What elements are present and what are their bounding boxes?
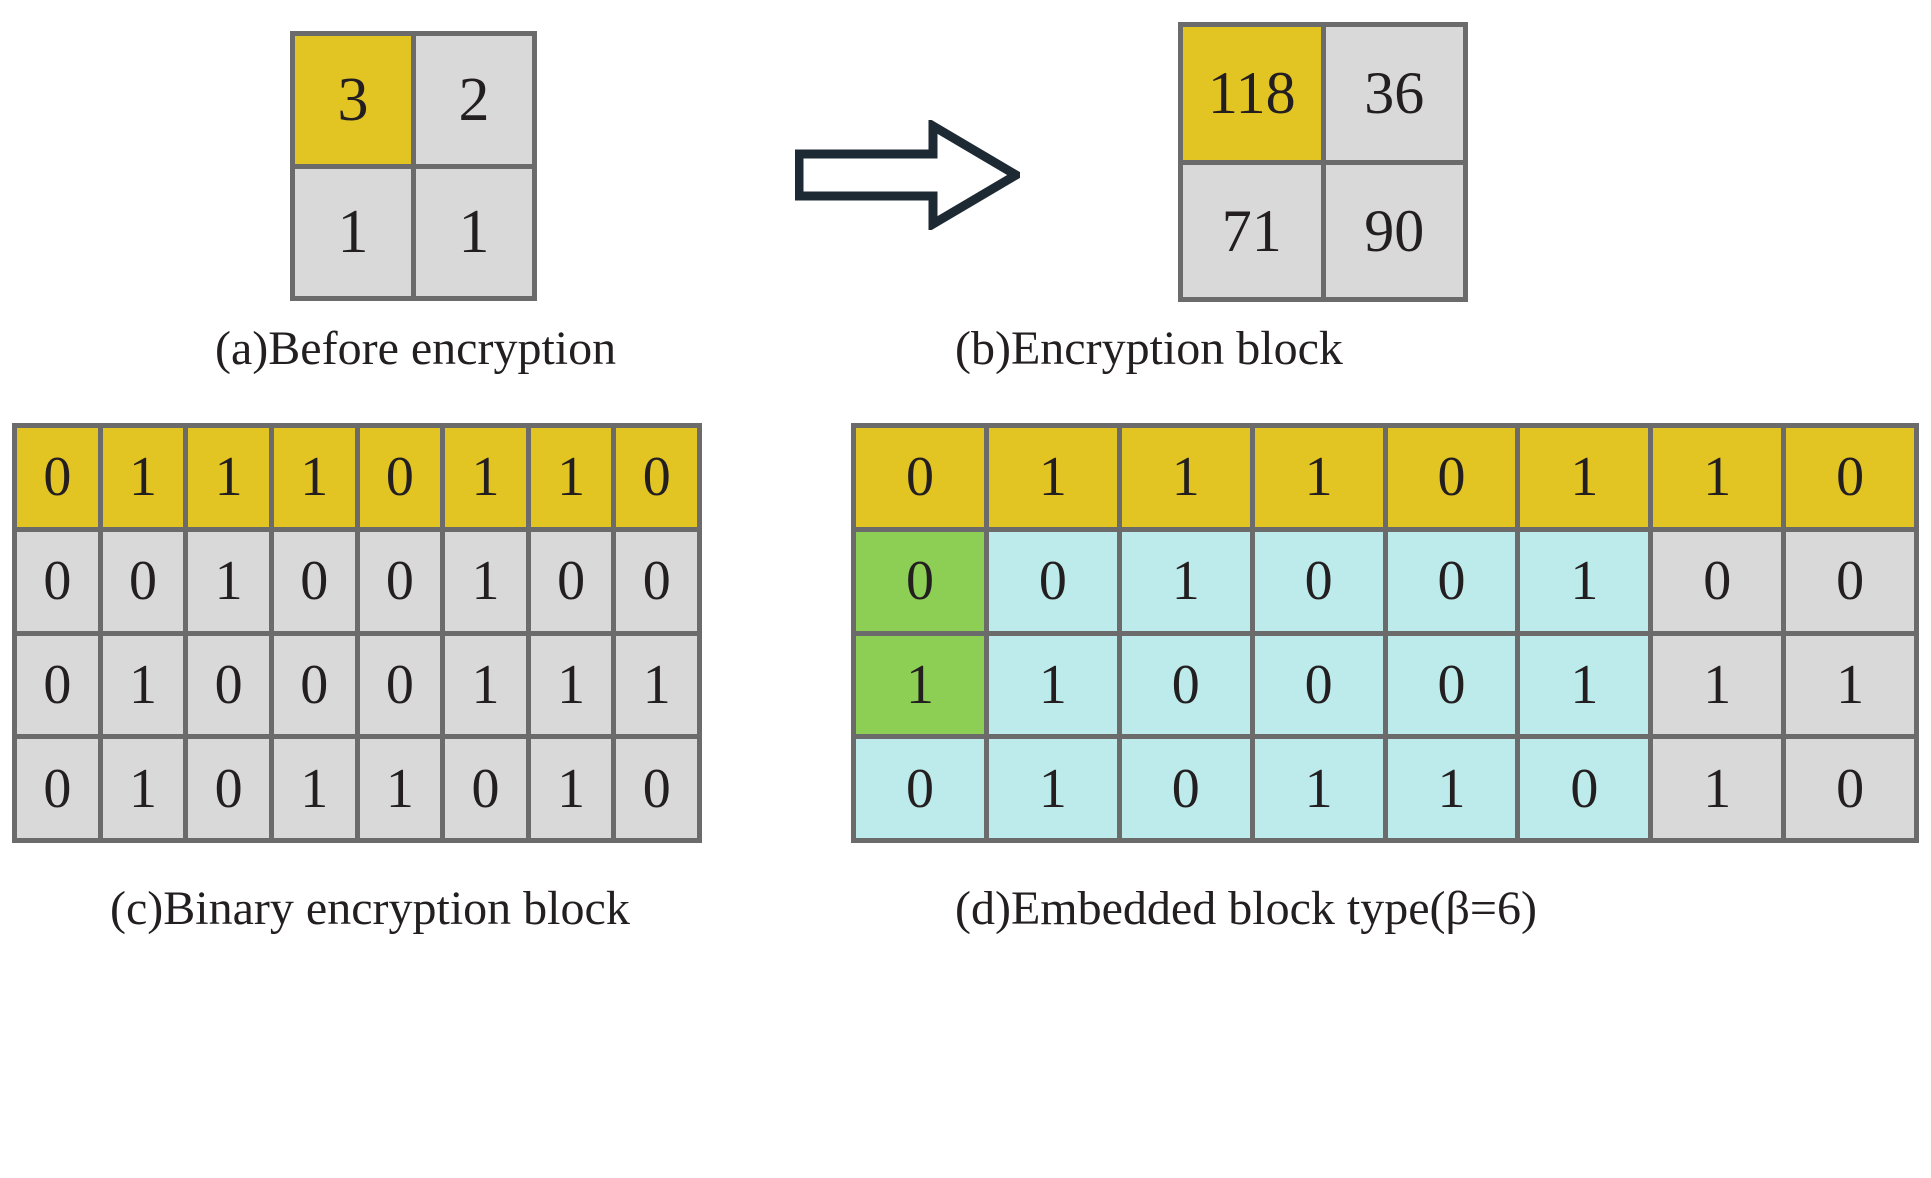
grid-cell: 90 <box>1325 164 1463 297</box>
grid-cell: 1 <box>1387 739 1516 838</box>
grid-cell: 1 <box>1121 531 1250 631</box>
grid-cell: 0 <box>1786 428 1914 527</box>
grid-cell: 1 <box>530 739 612 838</box>
caption-encryption-block: (b)Encryption block <box>955 322 1343 375</box>
grid-cell: 0 <box>359 428 441 527</box>
grid-cell: 1 <box>1254 739 1383 838</box>
grid-cell: 1 <box>445 531 526 631</box>
grid-cell: 0 <box>616 531 697 631</box>
grid-cell: 0 <box>856 531 984 631</box>
grid-cell: 1 <box>616 635 697 735</box>
grid-cell: 0 <box>102 531 184 631</box>
grid-cell: 0 <box>1653 531 1782 631</box>
grid-cell: 1 <box>1653 739 1782 838</box>
grid-cell: 1 <box>188 531 269 631</box>
grid-cell: 0 <box>445 739 526 838</box>
grid-cell: 0 <box>1786 531 1914 631</box>
grid-cell: 1 <box>1653 428 1782 527</box>
grid-cell: 1 <box>102 428 184 527</box>
grid-cell: 1 <box>988 739 1117 838</box>
grid-cell: 1 <box>445 635 526 735</box>
grid-cell: 0 <box>616 428 697 527</box>
grid-cell: 1 <box>1121 428 1250 527</box>
grid-cell: 118 <box>1183 27 1321 160</box>
grid-cell: 0 <box>1387 428 1516 527</box>
grid-cell: 1 <box>359 739 441 838</box>
grid-cell: 1 <box>1653 635 1782 735</box>
grid-cell: 0 <box>988 531 1117 631</box>
grid-cell: 1 <box>988 428 1117 527</box>
grid-cell: 1 <box>1254 428 1383 527</box>
grid-cell: 0 <box>1387 531 1516 631</box>
grid-cell: 1 <box>188 428 269 527</box>
grid-cell: 1 <box>856 635 984 735</box>
grid-cell: 0 <box>530 531 612 631</box>
grid-cell: 1 <box>295 168 411 296</box>
grid-cell: 1 <box>273 739 355 838</box>
grid-cell: 1 <box>416 168 532 296</box>
grid-cell: 0 <box>17 739 98 838</box>
grid-cell: 0 <box>1254 531 1383 631</box>
grid-cell: 0 <box>1786 739 1914 838</box>
caption-embedded-block-type: (d)Embedded block type(β=6) <box>955 882 1537 935</box>
transform-arrow-icon <box>794 118 1025 232</box>
grid-cell: 71 <box>1183 164 1321 297</box>
grid-cell: 0 <box>1121 635 1250 735</box>
grid-cell: 0 <box>273 531 355 631</box>
grid-cell: 1 <box>1786 635 1914 735</box>
grid-cell: 0 <box>1387 635 1516 735</box>
grid-cell: 0 <box>856 739 984 838</box>
caption-before-encryption: (a)Before encryption <box>215 322 617 375</box>
grid-cell: 0 <box>1121 739 1250 838</box>
grid-cell: 1 <box>445 428 526 527</box>
grid-cell: 1 <box>530 428 612 527</box>
grid-cell: 2 <box>416 36 532 164</box>
grid-cell: 0 <box>359 635 441 735</box>
grid-cell: 1 <box>273 428 355 527</box>
grid-cell: 0 <box>273 635 355 735</box>
grid-cell: 0 <box>616 739 697 838</box>
grid-cell: 1 <box>530 635 612 735</box>
grid-cell: 1 <box>1520 531 1649 631</box>
grid-cell: 0 <box>1520 739 1649 838</box>
grid-cell: 1 <box>102 635 184 735</box>
grid-cell: 36 <box>1325 27 1463 160</box>
grid-cell: 1 <box>1520 635 1649 735</box>
grid-cell: 0 <box>359 531 441 631</box>
grid-cell: 0 <box>188 739 269 838</box>
grid-cell: 0 <box>17 531 98 631</box>
caption-binary-encryption-block: (c)Binary encryption block <box>110 882 630 935</box>
grid-cell: 0 <box>17 428 98 527</box>
grid-cell: 1 <box>988 635 1117 735</box>
grid-cell: 1 <box>102 739 184 838</box>
grid-cell: 1 <box>1520 428 1649 527</box>
grid-cell: 3 <box>295 36 411 164</box>
grid-cell: 0 <box>856 428 984 527</box>
grid-cell: 0 <box>17 635 98 735</box>
grid-cell: 0 <box>1254 635 1383 735</box>
grid-cell: 0 <box>188 635 269 735</box>
